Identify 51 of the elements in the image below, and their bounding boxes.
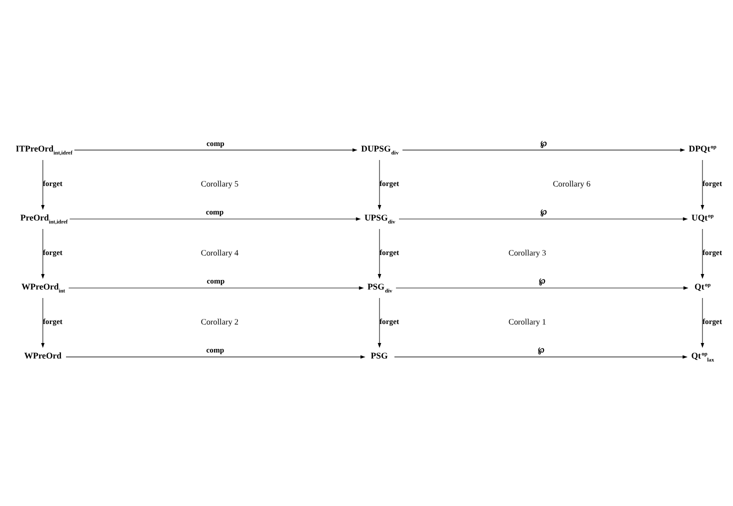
- label: Corollary 1: [508, 316, 546, 326]
- arrow: [41, 297, 45, 348]
- arrow: [700, 159, 704, 210]
- edge-label: forget: [42, 178, 62, 188]
- edge-label: comp: [206, 345, 224, 354]
- arrow: [378, 159, 382, 210]
- label: Corollary 6: [552, 178, 590, 188]
- node-text: PSG$_{div}$: [367, 281, 392, 294]
- edge-label: ℘: [538, 345, 544, 354]
- arrow: [402, 148, 686, 152]
- edge-label: ℘: [540, 207, 546, 216]
- edge-label: forget: [702, 316, 722, 326]
- edge-label: comp: [206, 207, 224, 216]
- arrow: [378, 297, 382, 348]
- arrow: [69, 216, 361, 220]
- node-text: PreOrd$_{int,idref}$: [20, 212, 68, 226]
- arrow: [68, 286, 364, 290]
- edge-label: comp: [206, 138, 224, 148]
- label: Corollary 3: [508, 248, 546, 257]
- arrow: [41, 228, 45, 278]
- node-text: UPSG$_{div}$: [364, 212, 396, 226]
- arrow: [700, 297, 704, 348]
- edge-label: forget: [702, 247, 722, 256]
- node-text: DPQt$^{op}$: [688, 143, 716, 154]
- node-text: DUPSG$_{div}$: [361, 143, 399, 156]
- arrow: [398, 216, 688, 220]
- label: Corollary 2: [200, 316, 238, 326]
- edge-label: ℘: [540, 138, 547, 148]
- node-text: Qt$^{op}$: [694, 281, 711, 292]
- edge-label: forget: [42, 247, 62, 256]
- arrow: [41, 159, 45, 210]
- arrow: [378, 228, 382, 278]
- arrow: [394, 354, 688, 358]
- edge-label: forget: [380, 316, 400, 326]
- label: Corollary 5: [200, 178, 238, 188]
- edge-label: ℘: [539, 276, 546, 286]
- node-text: WPreOrd: [24, 350, 62, 360]
- node-text: WPreOrd$_{int}$: [22, 281, 66, 294]
- edge-label: forget: [702, 178, 722, 188]
- arrow: [66, 354, 366, 358]
- edge-label: forget: [380, 178, 400, 188]
- arrow: [700, 228, 704, 278]
- node-text: PSG: [370, 350, 388, 360]
- edge-label: forget: [42, 316, 62, 326]
- arrow: [74, 148, 358, 152]
- node-text: ITPreOrd$_{int,idref}$: [16, 143, 72, 156]
- node-text: UQt$^{op}$: [692, 212, 714, 222]
- edge-label: comp: [206, 276, 225, 286]
- arrow: [396, 286, 688, 290]
- edge-label: forget: [380, 247, 400, 256]
- label: Corollary 4: [200, 248, 238, 257]
